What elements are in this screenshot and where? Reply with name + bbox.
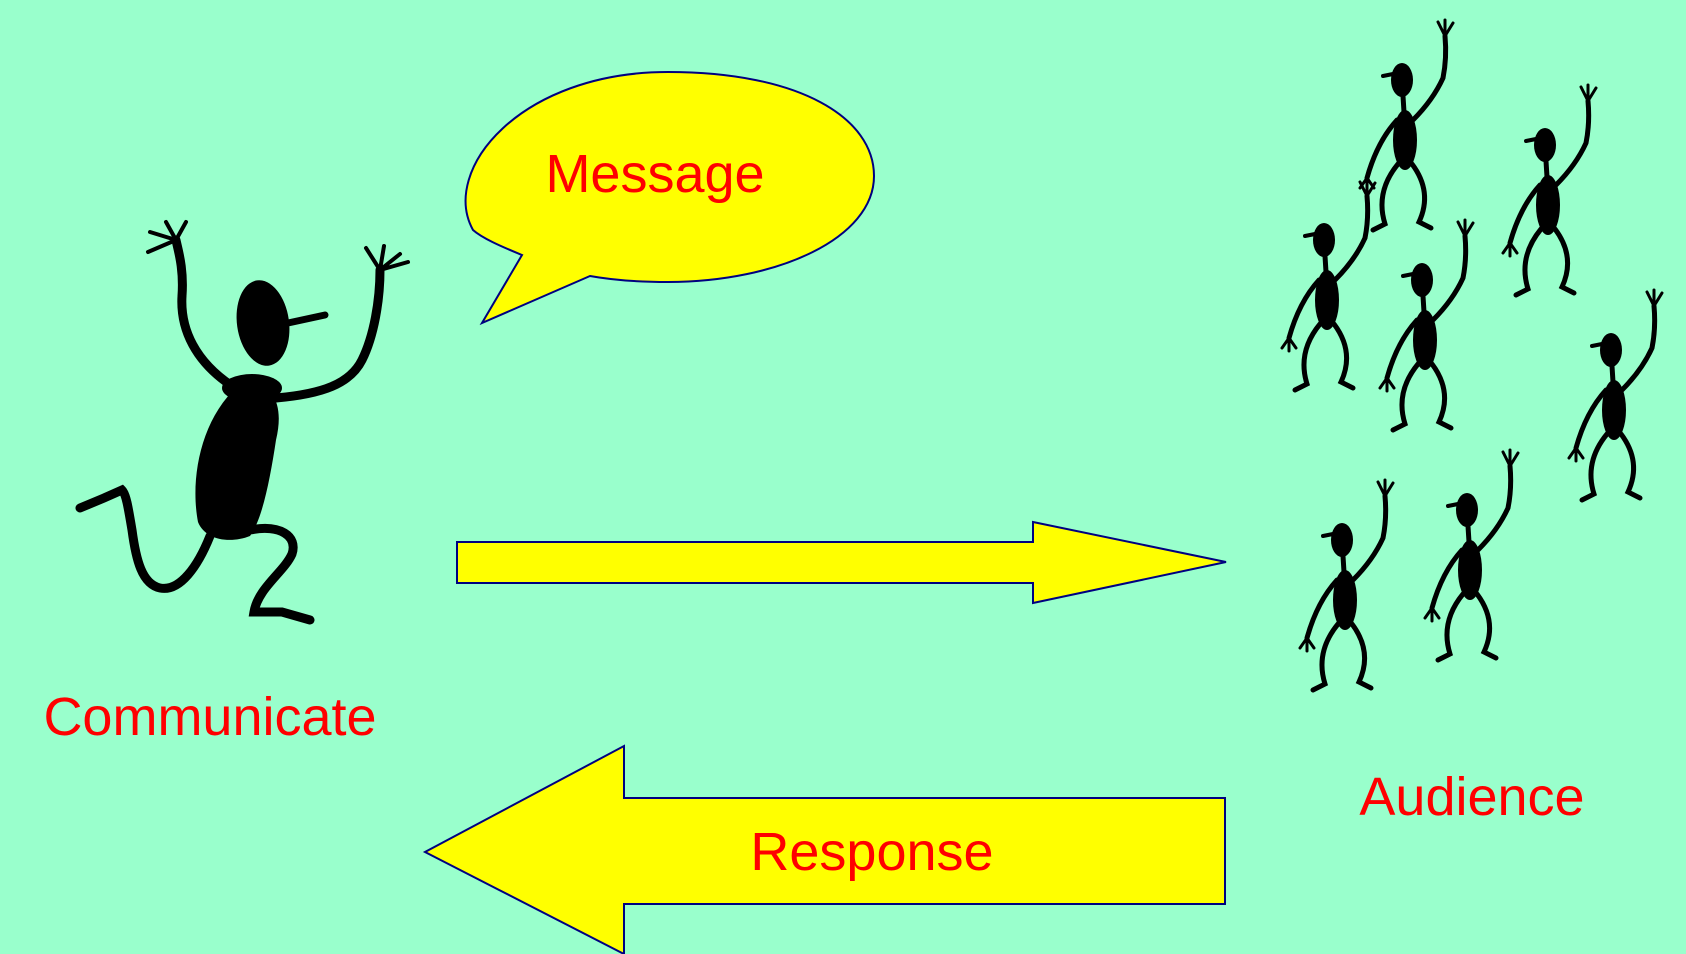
dancing-stick-figure-icon: [75, 220, 410, 625]
response-arrow: Response: [422, 744, 1226, 954]
response-label: Response: [750, 822, 993, 882]
communicate-label: Communicate: [43, 687, 376, 747]
audience-label: Audience: [1359, 767, 1584, 827]
crowd-of-stick-figures-icon: [1282, 20, 1662, 690]
message-speech-bubble: Message: [464, 70, 876, 326]
right-arrow: [456, 520, 1227, 605]
message-label: Message: [545, 144, 764, 204]
